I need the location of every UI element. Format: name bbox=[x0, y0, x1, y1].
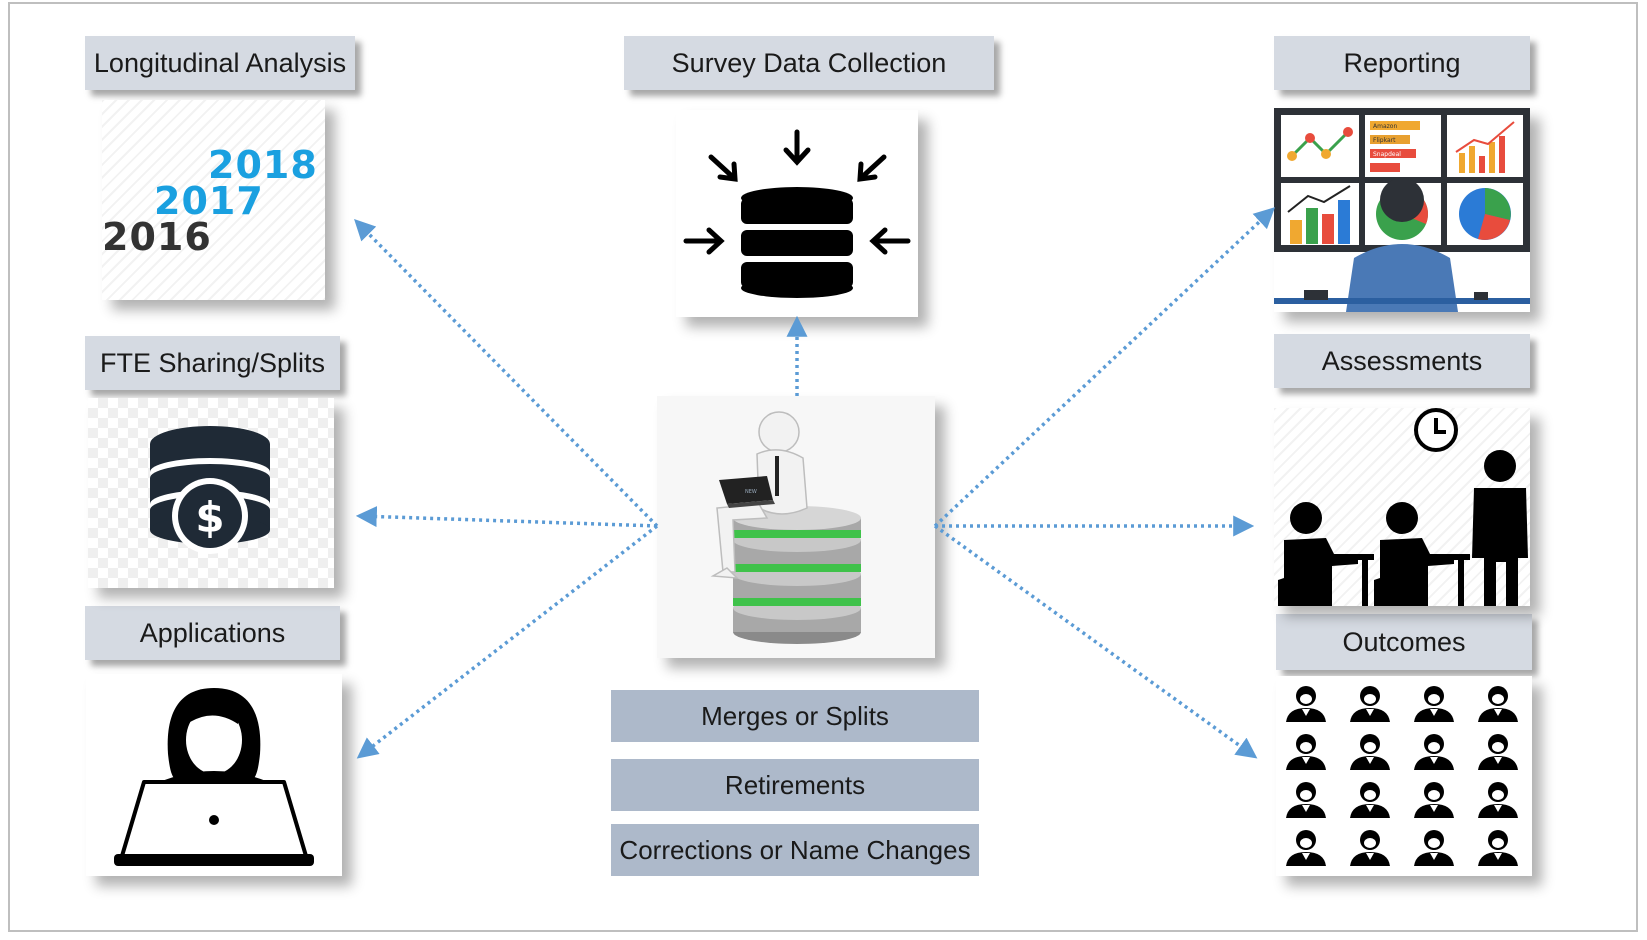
person-silhouette-icon bbox=[1350, 686, 1390, 722]
fte-tile: $ bbox=[88, 398, 334, 588]
center-item-merges: Merges or Splits bbox=[611, 690, 979, 742]
chart-tag-flipkart: Flipkart bbox=[1373, 137, 1396, 144]
chart-tag-snapdeal: Snapdeal bbox=[1373, 151, 1401, 158]
arrow-to-reporting bbox=[933, 207, 1276, 528]
arrow-to-applications bbox=[356, 524, 659, 759]
applications-tile bbox=[86, 674, 342, 876]
person-silhouette-icon bbox=[1286, 686, 1326, 722]
person-silhouette-icon bbox=[1414, 830, 1454, 866]
center-item-retirements: Retirements bbox=[611, 759, 979, 811]
assessments-tile bbox=[1274, 408, 1530, 606]
label-survey-data-collection: Survey Data Collection bbox=[624, 36, 994, 90]
dashboard-monitor-icon: Amazon Flipkart Snapdeal bbox=[1274, 108, 1530, 312]
chart-tag-amazon: Amazon bbox=[1373, 123, 1397, 130]
year-2016: 2016 bbox=[102, 215, 212, 259]
reporting-tile: Amazon Flipkart Snapdeal bbox=[1274, 108, 1530, 312]
svg-text:$: $ bbox=[195, 493, 224, 542]
label-longitudinal-analysis: Longitudinal Analysis bbox=[85, 36, 355, 90]
exam-room-icon bbox=[1278, 408, 1528, 606]
person-on-database-icon: NEW bbox=[710, 411, 861, 644]
coin-database-icon: $ bbox=[150, 426, 270, 554]
person-silhouette-icon bbox=[1350, 830, 1390, 866]
center-tile: NEW bbox=[657, 396, 935, 658]
outcomes-tile bbox=[1276, 676, 1532, 876]
laptop-screen-label: NEW bbox=[745, 489, 757, 495]
database-inbound-icon bbox=[683, 129, 911, 298]
person-silhouette-icon bbox=[1414, 782, 1454, 818]
person-silhouette-icon bbox=[1478, 782, 1518, 818]
person-silhouette-icon bbox=[1286, 782, 1326, 818]
person-silhouette-icon bbox=[1478, 830, 1518, 866]
people-grid-icon bbox=[1286, 686, 1518, 866]
center-item-corrections: Corrections or Name Changes bbox=[611, 824, 979, 876]
arrow-to-longitudinal bbox=[354, 219, 659, 528]
arrow-to-fte bbox=[355, 506, 658, 528]
survey-tile bbox=[676, 110, 918, 317]
arrow-to-outcomes bbox=[933, 524, 1258, 759]
label-applications: Applications bbox=[85, 606, 340, 660]
person-silhouette-icon bbox=[1350, 782, 1390, 818]
person-silhouette-icon bbox=[1414, 686, 1454, 722]
label-outcomes: Outcomes bbox=[1276, 614, 1532, 670]
calendar-years-icon: 2018 2017 2016 bbox=[102, 100, 325, 300]
longitudinal-tile: 2018 2017 2016 bbox=[102, 100, 325, 300]
diagram-frame bbox=[8, 2, 1638, 932]
label-fte-sharing: FTE Sharing/Splits bbox=[85, 336, 340, 390]
year-2017: 2017 bbox=[154, 179, 264, 223]
person-silhouette-icon bbox=[1478, 686, 1518, 722]
person-silhouette-icon bbox=[1478, 734, 1518, 770]
person-silhouette-icon bbox=[1350, 734, 1390, 770]
label-assessments: Assessments bbox=[1274, 334, 1530, 388]
person-silhouette-icon bbox=[1414, 734, 1454, 770]
year-2018: 2018 bbox=[208, 143, 318, 187]
person-silhouette-icon bbox=[1286, 830, 1326, 866]
person-silhouette-icon bbox=[1286, 734, 1326, 770]
user-laptop-icon bbox=[114, 688, 314, 866]
label-reporting: Reporting bbox=[1274, 36, 1530, 90]
